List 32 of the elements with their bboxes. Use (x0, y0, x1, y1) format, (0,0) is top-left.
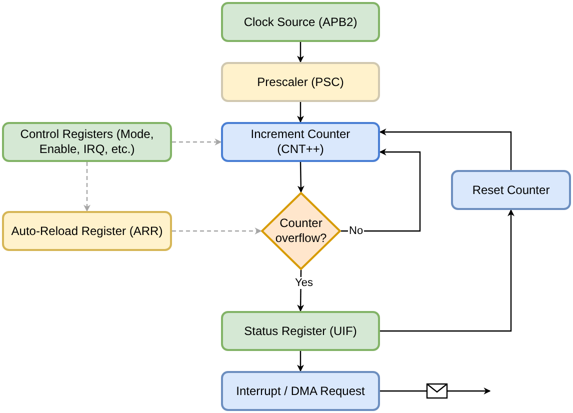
box-label: Auto-Reload Register (ARR) (10, 224, 164, 238)
arrow (297, 42, 304, 63)
arrow (380, 388, 491, 394)
process-box (221, 311, 380, 351)
process-box (221, 371, 380, 411)
decision-diamond (261, 192, 341, 270)
edge-label: Yes (294, 277, 314, 289)
box-label: Prescaler (PSC) (256, 74, 345, 90)
box-label: Increment Counter (CNT++) (250, 127, 352, 157)
arrow (297, 162, 304, 193)
dashed-arrow (172, 228, 262, 234)
process-box (2, 211, 172, 251)
decision-text: Counter overflow? (274, 216, 328, 246)
arrow (379, 128, 512, 170)
arrow (297, 351, 304, 372)
arrow (341, 148, 421, 232)
process-box (451, 170, 571, 210)
process-box (221, 2, 380, 42)
box-label: Status Register (UIF) (243, 324, 358, 338)
edge-label: No (348, 225, 364, 237)
arrow (297, 102, 304, 123)
process-box (221, 62, 380, 102)
arrow (380, 209, 514, 332)
box-label: Interrupt / DMA Request (235, 384, 366, 398)
box-label: Reset Counter (471, 182, 551, 198)
box-label: Control Registers (Mode, Enable, IRQ, etc.) (19, 127, 155, 157)
arrow (297, 270, 304, 312)
process-box (221, 122, 380, 162)
dashed-arrow (84, 162, 90, 212)
dashed-arrow (172, 138, 222, 146)
process-box (2, 122, 172, 162)
box-label: Clock Source (APB2) (242, 14, 358, 30)
